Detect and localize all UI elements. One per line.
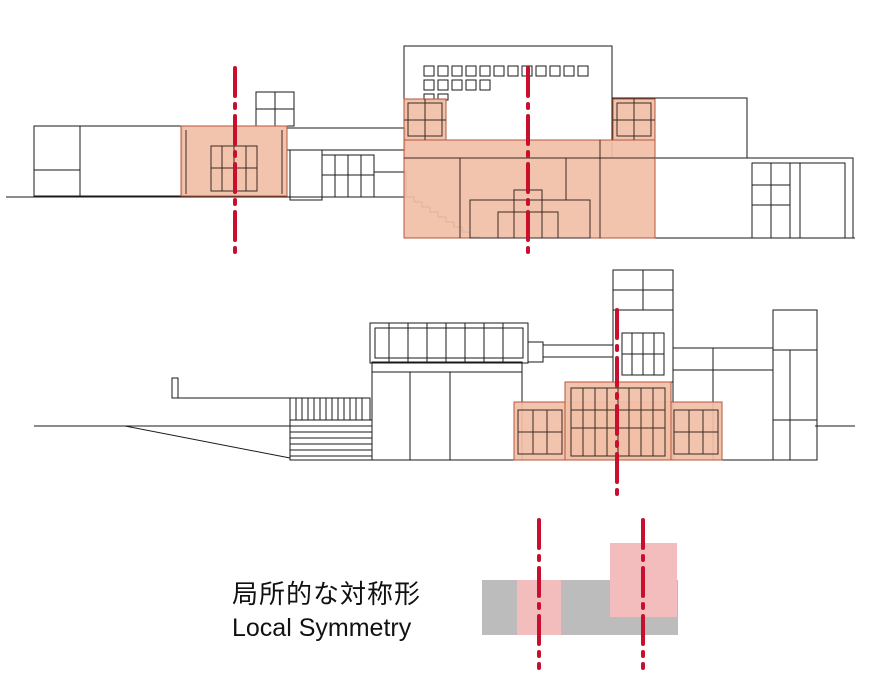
lower-elevation <box>34 269 855 461</box>
caption: 局所的な対称形 Local Symmetry <box>232 578 421 644</box>
abstract-symmetry-diagram <box>482 518 678 670</box>
caption-japanese: 局所的な対称形 <box>232 580 422 610</box>
symmetry-axes <box>233 66 619 498</box>
caption-english: Local Symmetry <box>232 614 412 642</box>
upper-elevation <box>6 45 855 239</box>
